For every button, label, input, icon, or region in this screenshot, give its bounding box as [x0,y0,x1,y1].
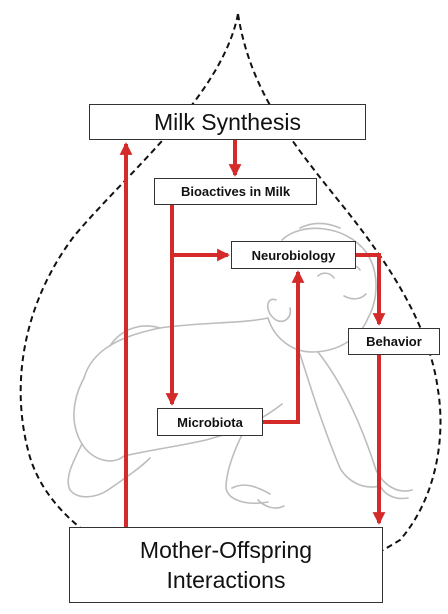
node-behavior: Behavior [348,328,440,355]
node-neurobiology: Neurobiology [231,241,356,269]
node-mother-offspring-interactions: Mother-Offspring Interactions [69,527,383,603]
node-milk-synthesis: Milk Synthesis [89,104,366,140]
node-bioactives-in-milk: Bioactives in Milk [154,178,317,205]
node-bioactives-label: Bioactives in Milk [181,184,290,199]
node-microbiota-label: Microbiota [177,415,243,430]
node-neurobiology-label: Neurobiology [252,248,336,263]
node-microbiota: Microbiota [157,408,263,436]
node-mother-offspring-label-line1: Mother-Offspring [140,535,312,565]
node-mother-offspring-label-line2: Interactions [167,565,286,595]
node-milk-synthesis-label: Milk Synthesis [154,107,301,137]
node-behavior-label: Behavior [366,334,422,349]
